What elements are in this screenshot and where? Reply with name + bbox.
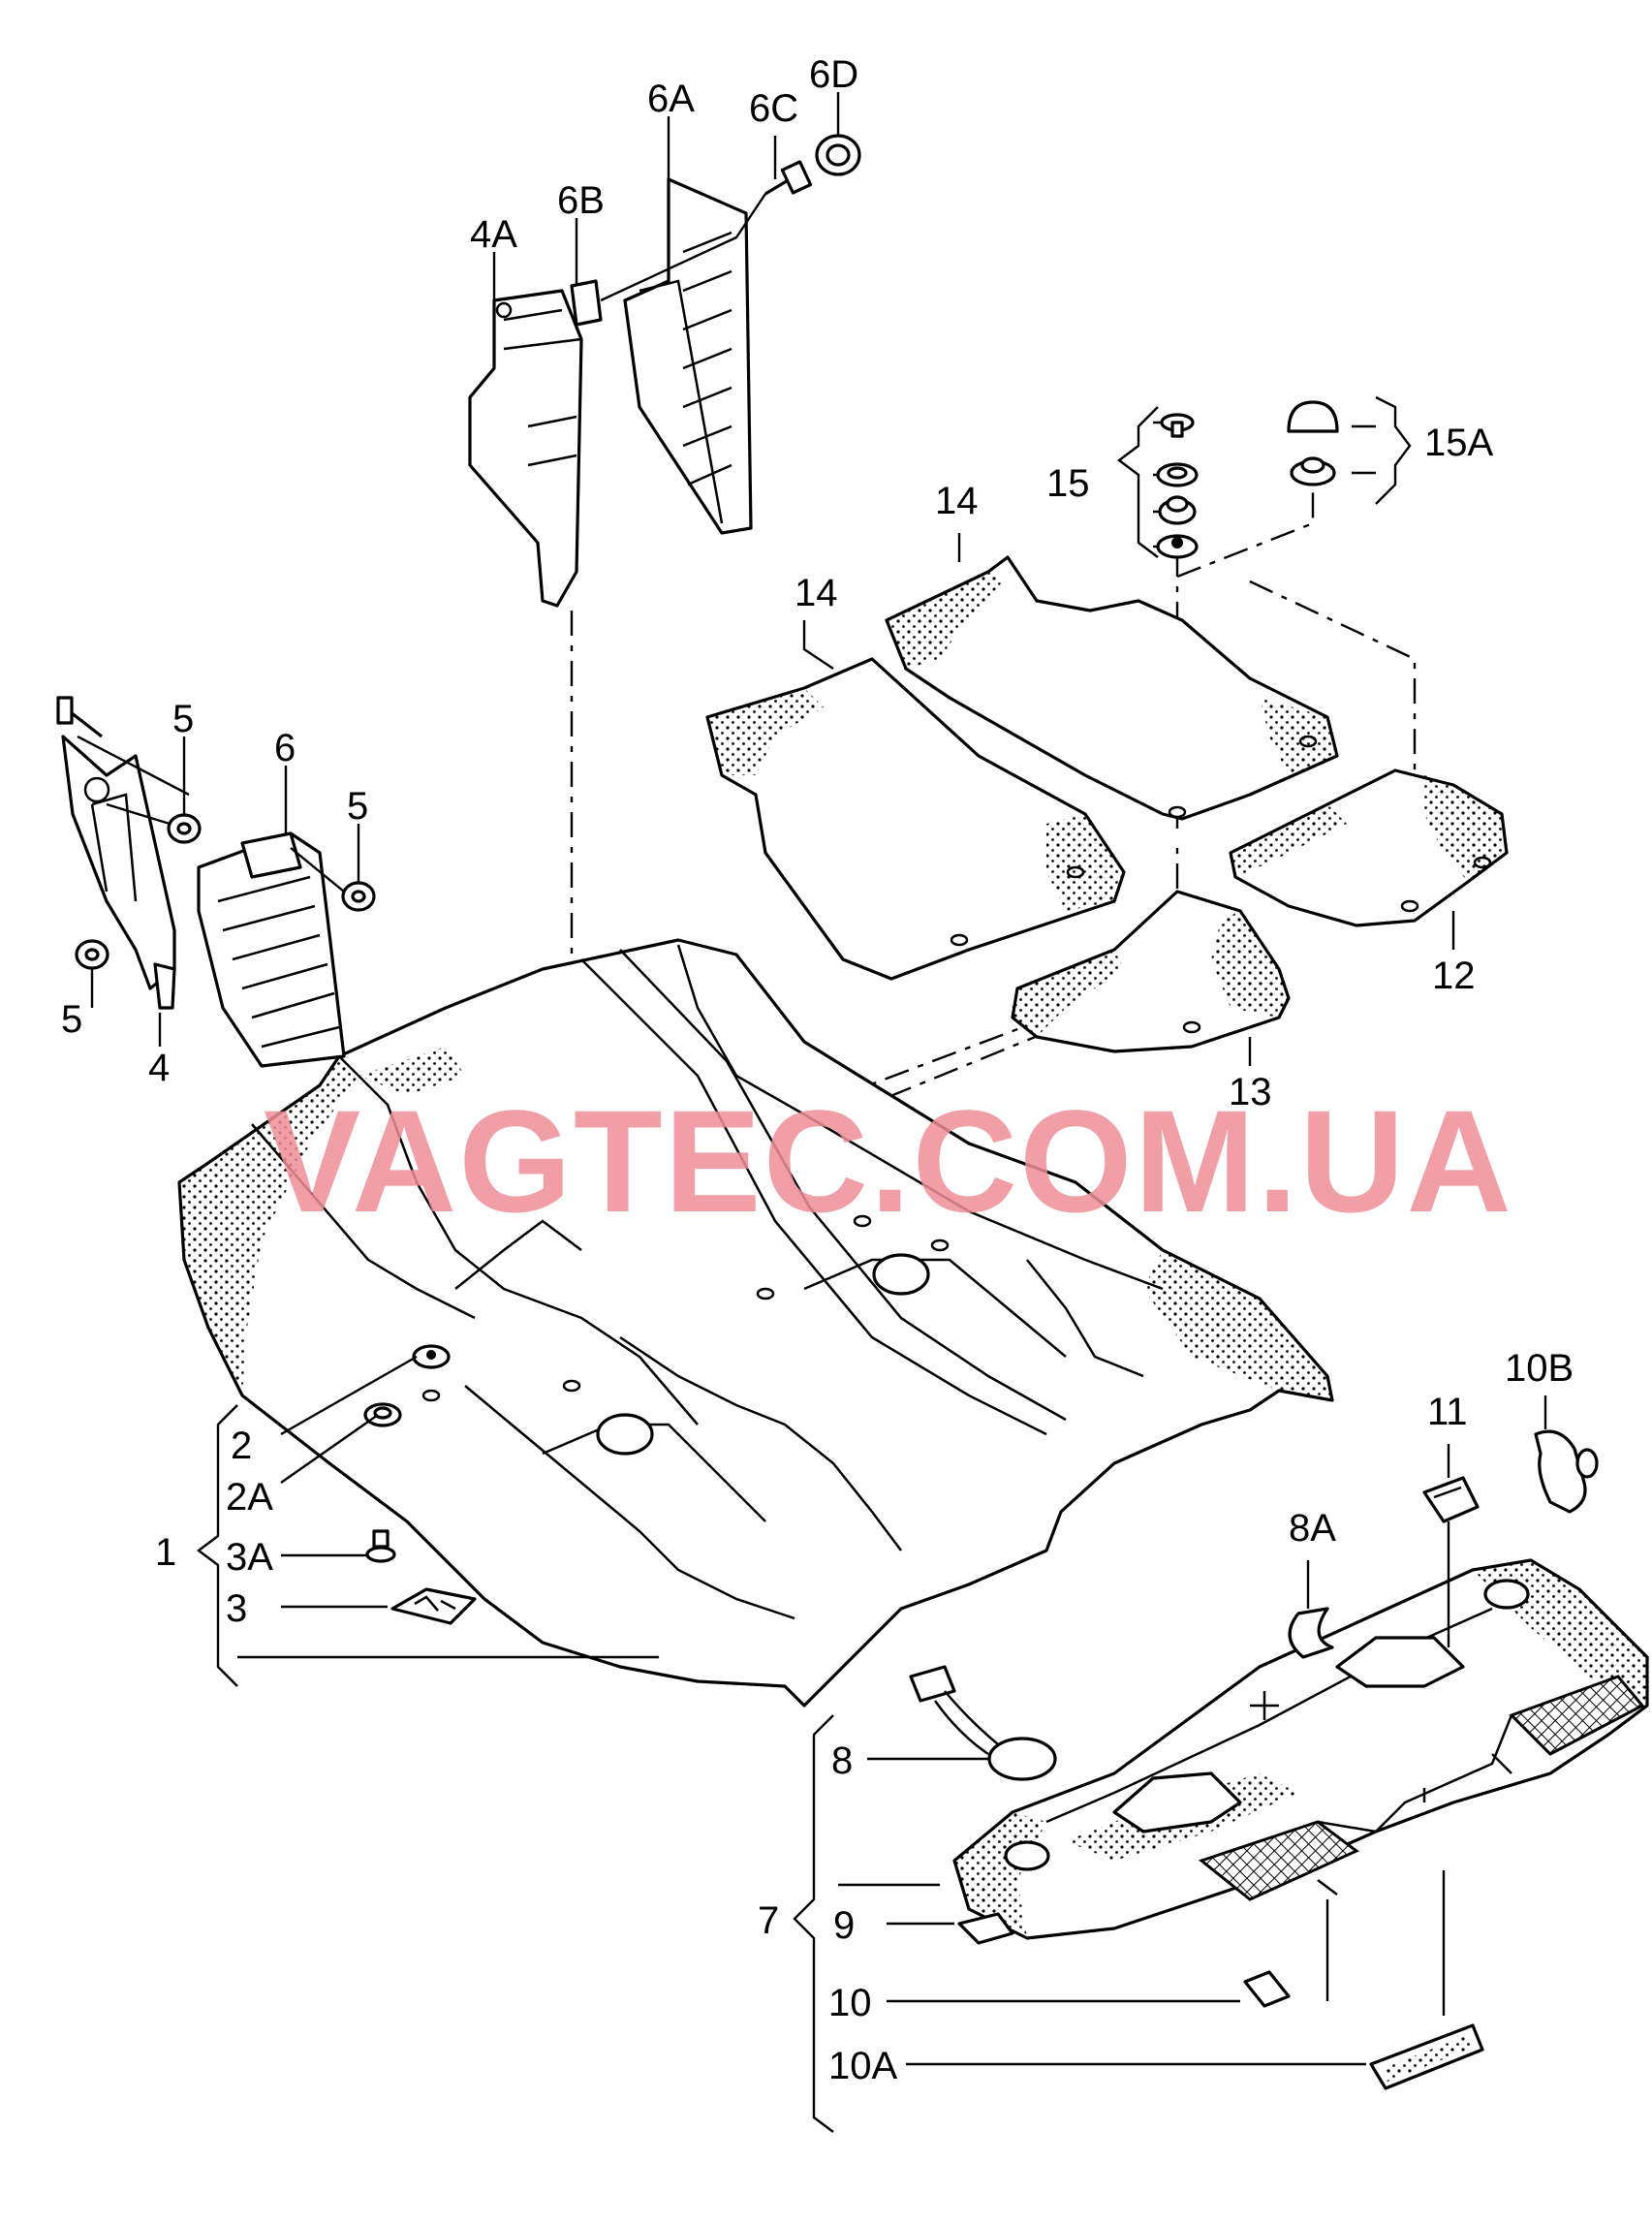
callout-6b: 6B xyxy=(557,179,605,222)
callout-7: 7 xyxy=(758,1899,779,1942)
fastener-set-15a xyxy=(1287,400,1339,486)
assembly-line-6 xyxy=(600,193,766,302)
bolt-3a xyxy=(365,1529,396,1563)
cap-11 xyxy=(1422,1476,1480,1523)
callout-9: 9 xyxy=(833,1904,855,1947)
callout-10: 10 xyxy=(828,1982,872,2024)
cap-6d xyxy=(815,134,861,176)
callout-14-left: 13 xyxy=(1229,1071,1272,1113)
callout-5-right: 5 xyxy=(347,785,368,828)
front-mat-13 xyxy=(885,555,1339,821)
callout-13: 14 xyxy=(935,480,979,522)
clip-10 xyxy=(1243,1970,1291,2008)
bolt-4-top xyxy=(56,696,103,738)
bracket-4a xyxy=(468,289,583,608)
callout-5-top: 5 xyxy=(172,698,194,740)
heel-pad-6 xyxy=(197,831,346,1068)
nut-5-a xyxy=(167,813,202,844)
cap-8a xyxy=(1288,1607,1334,1659)
callout-12: 14 xyxy=(795,572,838,614)
callout-8a: 8A xyxy=(1289,1507,1336,1550)
callout-3: 3 xyxy=(226,1587,247,1630)
callout-11: 11 xyxy=(1427,1391,1468,1433)
rear-mat-14-right xyxy=(1229,768,1509,927)
callout-10b: 10B xyxy=(1505,1347,1574,1390)
clip-2a xyxy=(363,1402,402,1427)
callout-labels: 6A 6C 6D 6B 4A 5 6 5 5 4 14 14 15 15A 12… xyxy=(61,53,1574,2087)
cover-10b xyxy=(1534,1429,1599,1514)
callout-5-left: 5 xyxy=(61,998,82,1041)
callout-4a: 4A xyxy=(470,213,517,256)
callout-6d: 6D xyxy=(809,53,858,96)
callout-15: 15 xyxy=(1046,462,1090,505)
nut-5-b xyxy=(341,881,376,912)
callout-8: 8 xyxy=(831,1739,853,1782)
assembly-lines-4 xyxy=(77,735,345,893)
rear-mat-14-left xyxy=(1011,890,1291,1053)
rear-shelf-7 xyxy=(952,1558,1649,1940)
watermark: VAGTEC.COM.UA xyxy=(264,1080,1513,1242)
leader-lines xyxy=(90,92,1547,2133)
callout-1: 1 xyxy=(155,1531,176,1574)
callout-4: 4 xyxy=(148,1047,170,1089)
front-mat-12 xyxy=(705,657,1126,981)
screw-6c xyxy=(764,160,813,196)
clip-2 xyxy=(412,1344,451,1369)
callout-6: 6 xyxy=(274,727,296,769)
callout-2a: 2A xyxy=(226,1476,273,1519)
speaker-grille-8 xyxy=(909,1665,1057,1781)
clip-6b xyxy=(570,279,603,327)
fastener-set-15 xyxy=(1156,413,1199,559)
bracket-4 xyxy=(61,735,176,1010)
clip-9 xyxy=(957,1912,1014,1945)
callout-3a: 3A xyxy=(226,1536,273,1579)
callout-6a: 6A xyxy=(647,78,695,120)
plate-3 xyxy=(390,1587,477,1625)
heel-pad-6a xyxy=(623,177,753,535)
floor-carpet xyxy=(177,938,1334,1708)
callout-14-right: 12 xyxy=(1432,955,1476,997)
callout-15a: 15A xyxy=(1424,422,1493,464)
nut-5-c xyxy=(75,939,109,970)
callout-2: 2 xyxy=(231,1425,252,1467)
cover-strip-10a xyxy=(1369,2023,1484,2090)
callout-10a: 10A xyxy=(828,2045,897,2087)
callout-6c: 6C xyxy=(749,87,798,130)
